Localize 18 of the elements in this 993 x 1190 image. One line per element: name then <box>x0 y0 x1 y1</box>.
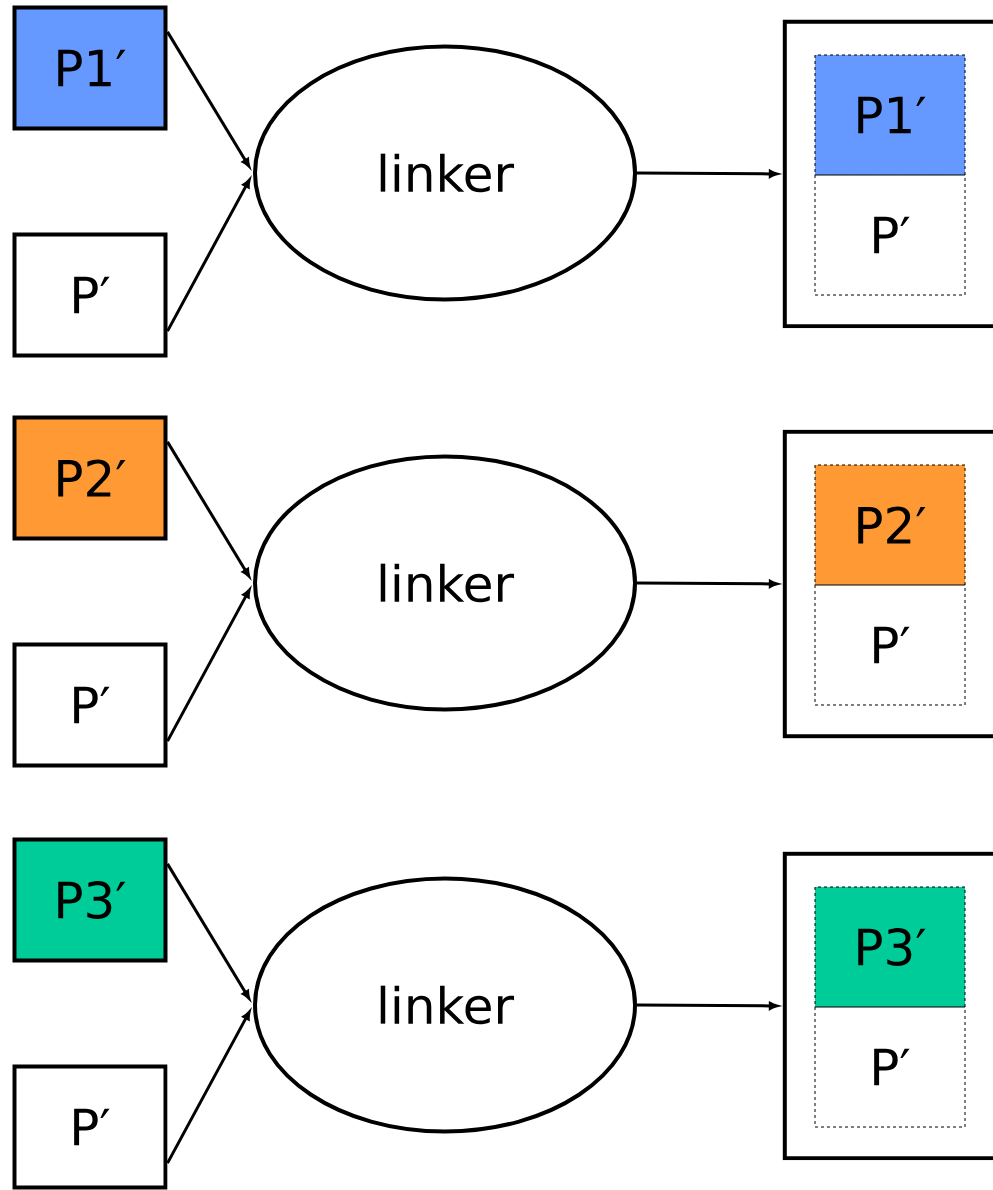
segment-box: P′ <box>814 584 966 706</box>
output-box <box>782 851 993 1161</box>
segment-box: P2′ <box>814 464 966 586</box>
segment-box: P′ <box>814 174 966 296</box>
arrow <box>637 169 779 178</box>
output-box <box>782 429 993 739</box>
segment-box: P′ <box>814 1006 966 1128</box>
arrow <box>637 579 779 588</box>
arrow <box>637 1001 779 1010</box>
input-box: P2′ <box>12 415 168 541</box>
segment-box: P3′ <box>814 886 966 1008</box>
input-box: P′ <box>12 1064 168 1190</box>
input-box: P′ <box>12 232 168 358</box>
output-box <box>782 19 993 329</box>
input-box: P3′ <box>12 837 168 963</box>
segment-box: P1′ <box>814 54 966 176</box>
input-box: P′ <box>12 642 168 768</box>
input-box: P1′ <box>12 5 168 131</box>
